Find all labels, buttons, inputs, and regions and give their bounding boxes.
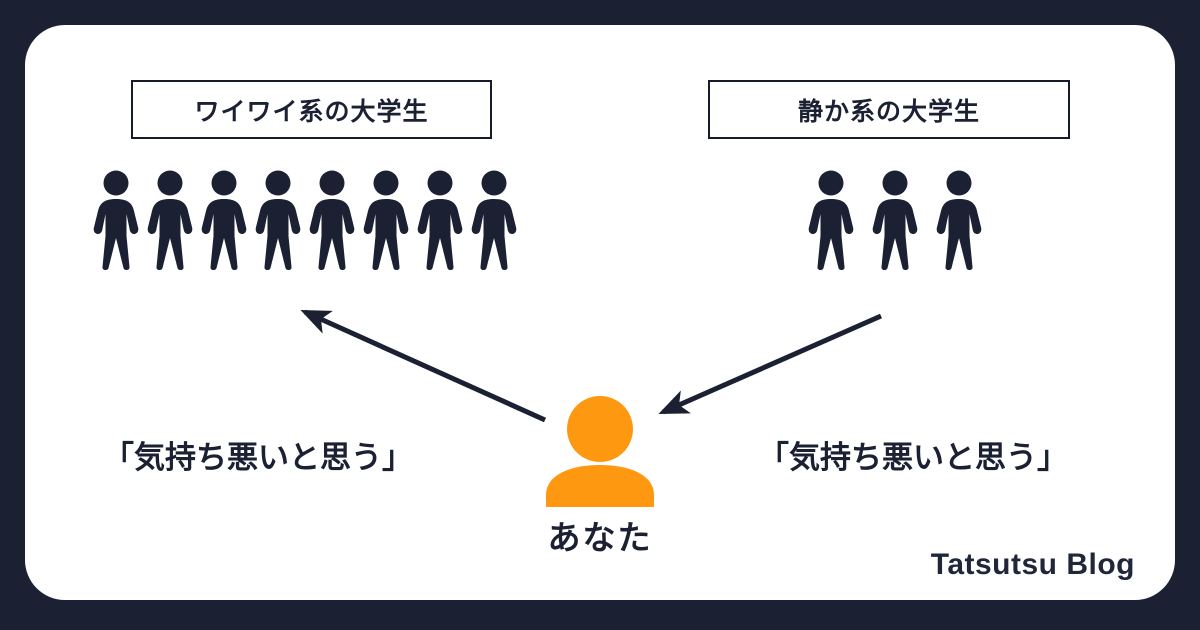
person-icon: [363, 170, 409, 270]
center-person-label: あなた: [547, 519, 653, 556]
center-person-group: あなた: [520, 395, 680, 559]
person-icon: [808, 170, 854, 270]
person-icon-orange: [546, 396, 654, 507]
people-group-loud: [93, 170, 517, 270]
people-group-quiet: [808, 170, 982, 270]
arrow-left-down-icon: [658, 313, 883, 415]
group-label-loud-text: ワイワイ系の大学生: [194, 97, 429, 126]
arrow-left-up-icon: [300, 309, 547, 423]
person-icon: [417, 170, 463, 270]
person-icon: [255, 170, 301, 270]
group-label-loud: ワイワイ系の大学生: [131, 80, 492, 139]
person-icon: [872, 170, 918, 270]
quote-left: 「気持ち悪いと思う」: [103, 440, 413, 475]
person-icon: [201, 170, 247, 270]
quote-right: 「気持ち悪いと思う」: [758, 440, 1068, 475]
person-icon: [147, 170, 193, 270]
person-icon: [471, 170, 517, 270]
group-label-quiet-text: 静か系の大学生: [797, 97, 980, 126]
group-label-quiet: 静か系の大学生: [708, 80, 1070, 139]
person-icon: [309, 170, 355, 270]
person-icon: [93, 170, 139, 270]
watermark-blog-name: Tatsutsu Blog: [930, 548, 1135, 581]
white-card: ワイワイ系の大学生 静か系の大学生 「気持ち悪いと思う」 「気持ち悪いと思う」: [25, 25, 1175, 600]
person-icon: [936, 170, 982, 270]
